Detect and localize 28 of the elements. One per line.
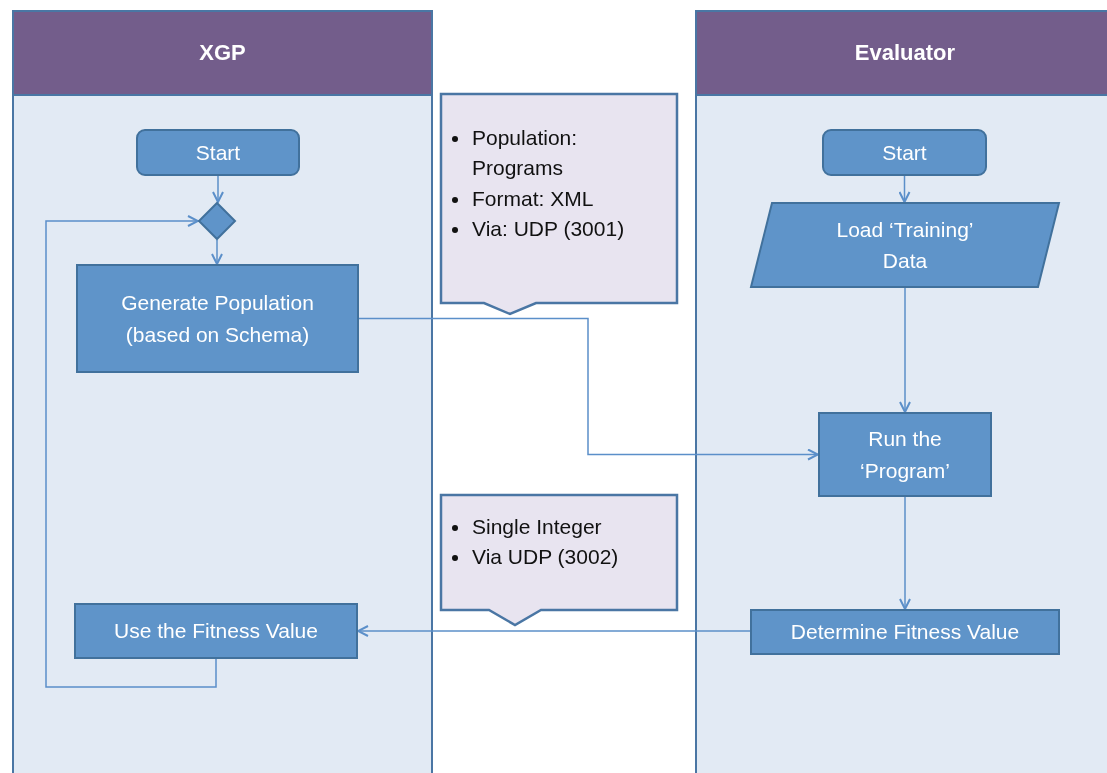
lane-header: Evaluator (697, 12, 1107, 96)
connector-arrow (898, 175, 911, 203)
connector-arrow (45, 215, 217, 688)
start-terminal: Start (136, 129, 300, 176)
process-box: Run the ‘Program’ (818, 412, 992, 497)
process-box: Use the Fitness Value (74, 603, 358, 659)
bullet-text: Population: Programs (472, 125, 579, 182)
process-box: Determine Fitness Value (750, 609, 1060, 655)
lane-header: XGP (14, 12, 431, 96)
connector-arrow (357, 625, 751, 637)
callout-box (440, 494, 678, 626)
node-text: Load ‘Training’ Data (835, 216, 975, 274)
connector-arrow (358, 317, 819, 461)
connector-arrow (212, 175, 224, 203)
data-parallelogram (750, 202, 1060, 288)
bullet-text: Single Integer (472, 514, 602, 540)
decision-diamond (198, 202, 236, 240)
connector-arrow (211, 239, 223, 265)
start-terminal: Start (822, 129, 987, 176)
connector-arrow (899, 287, 911, 413)
bullet-text: Format: XML (472, 185, 594, 212)
process-box: Generate Population (based on Schema) (76, 264, 359, 373)
connector-arrow (899, 496, 911, 610)
callout-box (440, 93, 678, 315)
bullet-text: Via UDP (3002) (472, 544, 619, 571)
swimlane (695, 10, 1107, 773)
swimlane (12, 10, 433, 773)
bullet-text: Via: UDP (3001) (472, 216, 625, 243)
